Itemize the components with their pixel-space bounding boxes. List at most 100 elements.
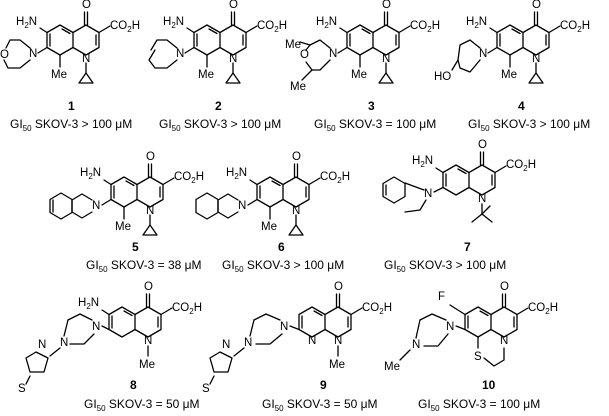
atom-methyl: Me — [351, 69, 367, 81]
compound-number: 2 — [215, 99, 222, 113]
atom-methyl: Me — [261, 221, 277, 233]
structure-6: H2N O CO2H N Me N — [195, 151, 350, 236]
atom-n-methyl: Me — [384, 361, 400, 373]
atom-pip-n: N — [479, 48, 487, 60]
compound-number: 3 — [368, 99, 375, 113]
atom-n1: N — [82, 53, 90, 65]
atom-thz-n: N — [222, 339, 230, 351]
atom-thz-n: N — [38, 339, 46, 351]
atom-n1: N — [292, 205, 300, 217]
atom-acid: CO2H — [528, 302, 558, 316]
atom-n1: N — [478, 193, 486, 205]
structure-1: H2N O CO2H N Me N O — [0, 0, 140, 84]
atom-oxo: O — [500, 281, 509, 293]
atom-amine: H2N — [16, 16, 37, 30]
atom-amine: H2N — [316, 16, 337, 30]
atom-oxo: O — [144, 281, 153, 293]
atom-indoline-n: N — [424, 188, 432, 200]
structure-9: O CO2H N N Me N N N S — [202, 281, 392, 395]
atom-amine: H2N — [412, 155, 433, 169]
atom-methyl: Me — [329, 359, 345, 371]
atom-pip-n: N — [176, 48, 184, 60]
atom-amine: H2N — [466, 16, 487, 30]
atom-pz-n1: N — [92, 321, 100, 333]
atom-n1: N — [500, 335, 508, 347]
atom-n1: N — [144, 335, 152, 347]
atom-n1: N — [146, 205, 154, 217]
activity-caption: GI50 SKOV-3 = 50 μM — [262, 397, 378, 413]
atom-oxo: O — [146, 151, 155, 163]
structure-10: F O CO2H N S N N Me — [384, 281, 558, 373]
atom-acid: CO2H — [110, 20, 140, 34]
atom-oxo: O — [82, 0, 91, 11]
atom-oxo: O — [292, 151, 301, 163]
atom-thiq-n: N — [92, 200, 100, 212]
atom-oxo: O — [382, 0, 391, 11]
atom-thz-s: S — [18, 383, 26, 395]
structure-5: H2N O CO2H N Me N — [49, 151, 204, 236]
atom-hydroxy: HO — [434, 71, 451, 83]
atom-methyl: Me — [139, 359, 155, 371]
atom-acid: CO2H — [174, 171, 204, 185]
atom-dhiq-n: N — [238, 200, 246, 212]
compound-number: 1 — [68, 99, 75, 113]
compound-number: 7 — [464, 240, 471, 254]
atom-acid: CO2H — [172, 302, 202, 316]
atom-n1: N — [229, 53, 237, 65]
atom-amine: H2N — [163, 16, 184, 30]
atom-morph-n: N — [329, 48, 337, 60]
activity-caption: GI50 SKOV-3 > 100 μM — [159, 117, 281, 133]
activity-caption: GI50 SKOV-3 = 100 μM — [314, 117, 436, 133]
atom-acid: CO2H — [506, 159, 536, 173]
compound-number: 10 — [482, 378, 496, 392]
atom-fluoro: F — [438, 291, 445, 303]
compound-number: 4 — [518, 99, 525, 113]
atom-oxo: O — [532, 0, 541, 11]
activity-caption: GI50 SKOV-3 > 100 μM — [222, 258, 344, 274]
atom-amine: H2N — [80, 167, 101, 181]
atom-methyl: Me — [115, 221, 131, 233]
activity-caption: GI50 SKOV-3 > 100 μM — [468, 117, 590, 133]
atom-morph-o: O — [300, 49, 309, 61]
atom-methyl-a: Me — [285, 39, 301, 51]
atom-oxo: O — [334, 281, 343, 293]
atom-pz-n1: N — [446, 321, 454, 333]
structure-4: H2N O CO2H N Me N HO — [434, 0, 590, 84]
atom-pz-n1: N — [280, 321, 288, 333]
atom-n8: N — [308, 335, 316, 347]
atom-n1: N — [532, 53, 540, 65]
atom-morph-n: N — [29, 48, 37, 60]
structure-3: H2N O CO2H N Me N O Me Me — [285, 0, 440, 93]
atom-oxo: O — [478, 139, 487, 151]
activity-caption: GI50 SKOV-3 > 100 μM — [10, 117, 132, 133]
atom-acid: CO2H — [362, 302, 392, 316]
atom-oxo: O — [229, 0, 238, 11]
atom-methyl: Me — [198, 69, 214, 81]
atom-acid: CO2H — [257, 20, 287, 34]
atom-pz-n4: N — [244, 337, 252, 349]
activity-caption: GI50 SKOV-3 = 50 μM — [84, 397, 200, 413]
compound-number: 5 — [132, 240, 139, 254]
atom-pz-n4: N — [412, 339, 420, 351]
atom-n1: N — [334, 335, 342, 347]
atom-pz-n4: N — [60, 337, 68, 349]
activity-caption: GI50 SKOV-3 = 100 μM — [418, 397, 540, 413]
atom-morph-o: O — [0, 49, 9, 61]
atom-methyl: Me — [51, 69, 67, 81]
atom-methyl: Me — [501, 69, 517, 81]
atom-amine: H2N — [78, 297, 99, 311]
atom-methyl-b: Me — [290, 81, 306, 93]
atom-acid: CO2H — [560, 20, 590, 34]
atom-thiazine-s: S — [474, 351, 482, 363]
structure-7: H2N O CO2H N N — [382, 139, 536, 223]
atom-thz-s: S — [202, 383, 210, 395]
structure-2: H2N O CO2H N Me N — [148, 0, 287, 84]
compound-number: 9 — [320, 378, 327, 392]
atom-acid: CO2H — [320, 171, 350, 185]
atom-n1: N — [382, 53, 390, 65]
atom-acid: CO2H — [410, 20, 440, 34]
atom-amine: H2N — [226, 167, 247, 181]
activity-caption: GI50 SKOV-3 = 38 μM — [86, 258, 202, 274]
